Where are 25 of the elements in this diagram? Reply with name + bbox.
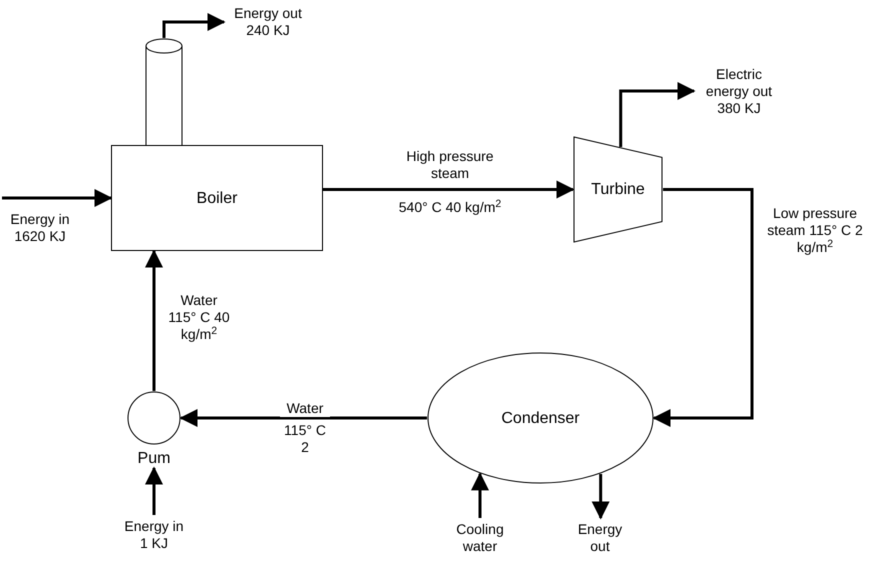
flow-arrow: [162, 13, 226, 38]
flow-arrow: [619, 82, 696, 147]
edge-label: Water 115° C 40 kg/m$^{2}$: [166, 292, 232, 343]
flow-arrow: [145, 250, 163, 391]
node-label: Energy in 1620 KJ: [9, 211, 71, 245]
edge-label: Water: [280, 400, 330, 417]
flow-condition-label: 540° C 40 kg/m$^{2}$: [398, 199, 502, 216]
node-label: Energy out 240 KJ: [233, 5, 303, 39]
flow-arrow: [652, 188, 754, 427]
flow-condition-label: 115° C 2: [283, 422, 327, 456]
flow-arrow: [145, 466, 163, 515]
node-label: Pum: [138, 450, 170, 467]
node-label: Boiler: [196, 190, 238, 206]
node-label: Cooling water: [455, 521, 505, 555]
boiler-box: [111, 145, 323, 251]
node-label: Electric energy out 380 KJ: [704, 66, 774, 116]
node-label: Condenser: [501, 410, 580, 426]
flow-arrow: [323, 180, 574, 199]
node-label: Turbine: [591, 181, 645, 198]
node-label: Energy in 1 KJ: [123, 518, 185, 552]
flow-arrow: [592, 474, 610, 520]
flow-arrow: [471, 472, 489, 518]
flow-arrow: [2, 189, 112, 207]
flow-arrow: [180, 409, 427, 427]
node-label: Energy out: [576, 521, 624, 555]
